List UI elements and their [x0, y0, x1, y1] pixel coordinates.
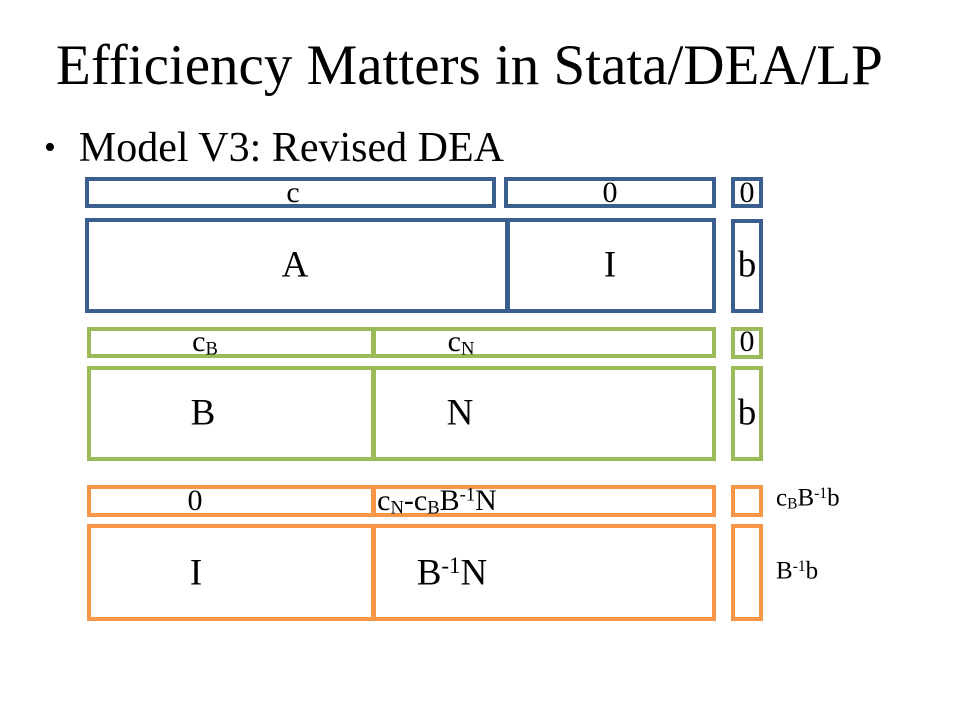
blue-row2-side-label: b: [737, 244, 757, 286]
green-row1-left-label: cB: [192, 325, 218, 360]
blue-row1-side-label: 0: [739, 176, 755, 209]
orange-row2-left-label: I: [189, 552, 203, 594]
orange-row1-left-label: 0: [187, 484, 203, 517]
orange-row1-outside-label: cBB-1b: [776, 484, 840, 513]
green-row2-right-label: N: [446, 392, 474, 434]
orange-row1-box: [87, 485, 716, 517]
green-row1-column-divider: [371, 331, 376, 354]
slide-title: Efficiency Matters in Stata/DEA/LP: [56, 34, 883, 97]
orange-row2-column-divider: [371, 528, 376, 617]
blue-row2-column-divider: [505, 222, 510, 309]
green-row2-left-label: B: [190, 392, 216, 434]
orange-row1-column-divider: [371, 489, 376, 513]
orange-row1-side-box: [731, 485, 763, 517]
blue-row1-left-label: c: [286, 176, 300, 209]
bullet-icon: •: [44, 129, 56, 166]
green-row1-side-label: 0: [739, 325, 755, 358]
green-row1-right-label: cN: [447, 325, 475, 360]
bullet-text: Model V3: Revised DEA: [78, 125, 504, 171]
blue-row2-side-box: [731, 219, 763, 313]
orange-row2-outside-label: B-1b: [776, 557, 819, 585]
bullet-line: • Model V3: Revised DEA: [44, 124, 504, 172]
green-row2-box: [87, 366, 716, 461]
orange-row1-right-label: cN-cBB-1N: [377, 484, 497, 519]
blue-row2-box: [85, 218, 716, 313]
blue-row1-side-box: [731, 177, 763, 208]
green-row2-side-box: [731, 366, 763, 461]
green-row1-side-box: [731, 327, 763, 359]
blue-row2-right-label: I: [603, 244, 617, 286]
blue-row1-right-box: [504, 177, 716, 208]
green-row2-column-divider: [371, 370, 376, 457]
orange-row2-box: [87, 524, 716, 621]
green-row1-box: [87, 327, 716, 358]
orange-row2-side-box: [731, 524, 763, 621]
blue-row2-left-label: A: [281, 244, 309, 286]
blue-row1-left-box: [85, 177, 496, 208]
blue-row1-right-label: 0: [602, 176, 618, 209]
green-row2-side-label: b: [737, 392, 757, 434]
orange-row2-right-label: B-1N: [416, 552, 488, 594]
